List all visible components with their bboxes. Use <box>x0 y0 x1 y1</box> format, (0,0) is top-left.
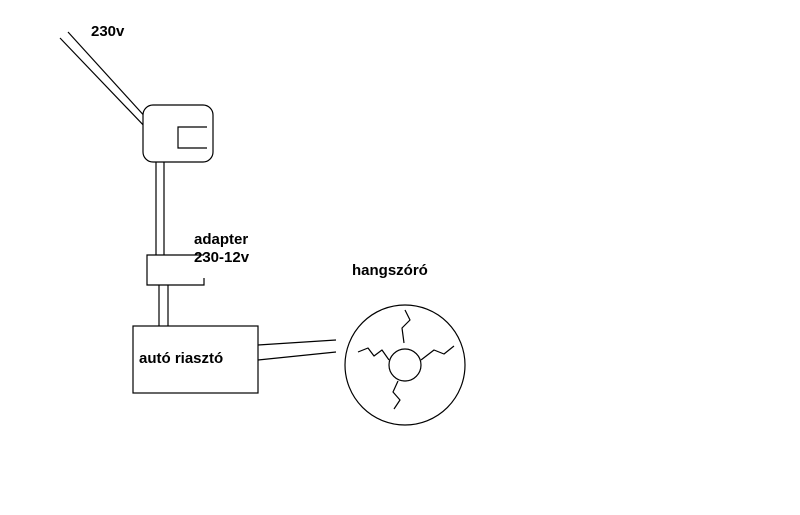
speaker-crack-bottom <box>392 380 401 410</box>
plug-to-adapter-cable <box>155 162 165 255</box>
speaker-crack-top <box>401 309 411 344</box>
car-alarm-label: autó riasztó <box>139 350 224 367</box>
speaker-label: hangszóró <box>352 262 428 279</box>
mains-cable <box>59 31 149 131</box>
mains-voltage-label: 230v <box>91 23 125 40</box>
car-alarm-box <box>132 325 259 394</box>
speaker-center <box>388 348 422 382</box>
wall-plug <box>142 104 214 163</box>
adapter-label: adapter <box>194 231 249 248</box>
adapter-to-alarm-cable <box>158 285 169 326</box>
speaker <box>344 304 466 426</box>
speaker-crack-left <box>357 347 390 361</box>
adapter-box <box>146 254 205 286</box>
adapter-voltage-label: 230-12v <box>194 249 250 266</box>
alarm-to-speaker-cable <box>257 339 337 361</box>
speaker-crack-right <box>420 345 455 361</box>
